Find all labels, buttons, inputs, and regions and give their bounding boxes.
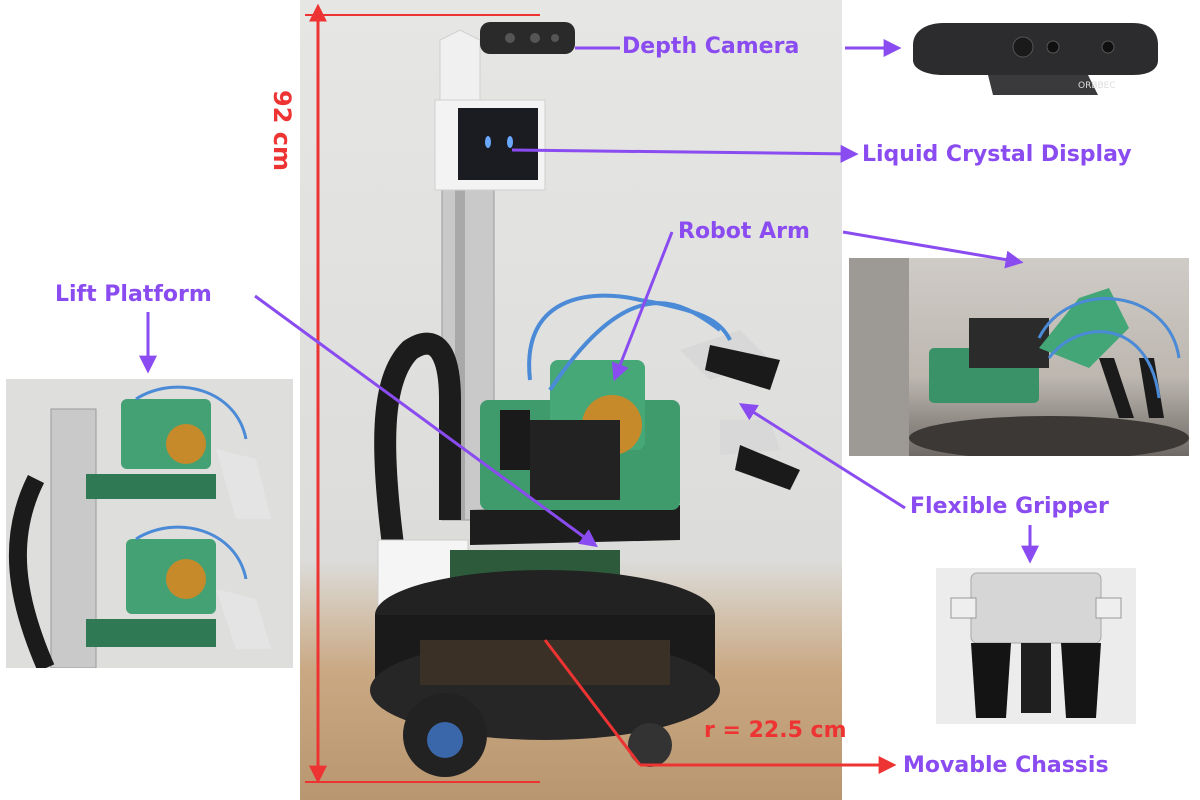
depth-camera-label: Depth Camera	[622, 34, 800, 59]
flexible-gripper-label: Flexible Gripper	[910, 494, 1109, 519]
robot-arm-arrow	[842, 230, 1024, 269]
robot-arm-pointer	[611, 231, 674, 382]
depth-camera-photo: ORBBEC	[908, 15, 1162, 100]
flexible-gripper-photo	[936, 568, 1136, 724]
height-dimension-label: 92 cm	[268, 90, 296, 171]
lcd-label: Liquid Crystal Display	[862, 142, 1132, 167]
camera-brand: ORBBEC	[1078, 81, 1116, 91]
movable-chassis-label: Movable Chassis	[903, 753, 1109, 778]
robot-arm-photo	[849, 258, 1189, 456]
robot-arm-label: Robot Arm	[678, 219, 810, 244]
lift-platform-photo	[6, 379, 293, 668]
robot-main-photo	[300, 0, 842, 800]
lift-platform-label: Lift Platform	[55, 282, 212, 307]
flexible-gripper-pointer	[738, 403, 906, 510]
radius-dimension-line	[543, 639, 642, 766]
radius-dimension-label: r = 22.5 cm	[704, 718, 847, 743]
lift-platform-pointer	[254, 294, 598, 548]
lcd-arrow	[511, 144, 859, 163]
